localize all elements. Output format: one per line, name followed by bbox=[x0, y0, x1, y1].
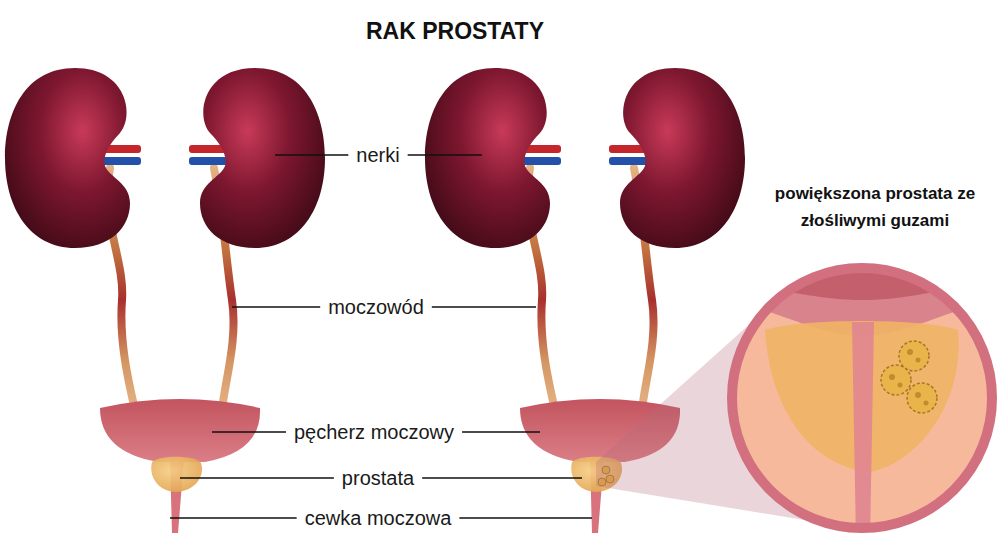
part-label: moczowód bbox=[326, 296, 426, 318]
title: RAK PROSTATY bbox=[366, 19, 544, 44]
leader-line bbox=[432, 306, 536, 308]
urethra bbox=[852, 322, 874, 537]
leader-line bbox=[212, 431, 286, 433]
leader-line bbox=[180, 477, 334, 479]
zoom-heading: powiększona prostata ze złośliwymi guzam… bbox=[770, 180, 980, 234]
part-label: pęcherz moczowy bbox=[292, 421, 456, 443]
leader-line bbox=[170, 517, 297, 519]
part-label: nerki bbox=[354, 144, 401, 166]
leader-line bbox=[232, 306, 320, 308]
tumors bbox=[881, 341, 937, 413]
leader-line bbox=[462, 431, 540, 433]
leader-line bbox=[459, 517, 592, 519]
leader-lines bbox=[170, 155, 592, 518]
part-label: prostata bbox=[340, 467, 416, 489]
leader-line bbox=[422, 477, 582, 479]
bladder-wall bbox=[720, 250, 1000, 300]
zoom-view bbox=[720, 250, 1000, 537]
leader-line bbox=[408, 154, 482, 156]
part-label: cewka moczowa bbox=[303, 507, 454, 529]
zoom-ring bbox=[732, 268, 992, 528]
healthy-system bbox=[5, 68, 325, 533]
leader-line bbox=[275, 154, 348, 156]
